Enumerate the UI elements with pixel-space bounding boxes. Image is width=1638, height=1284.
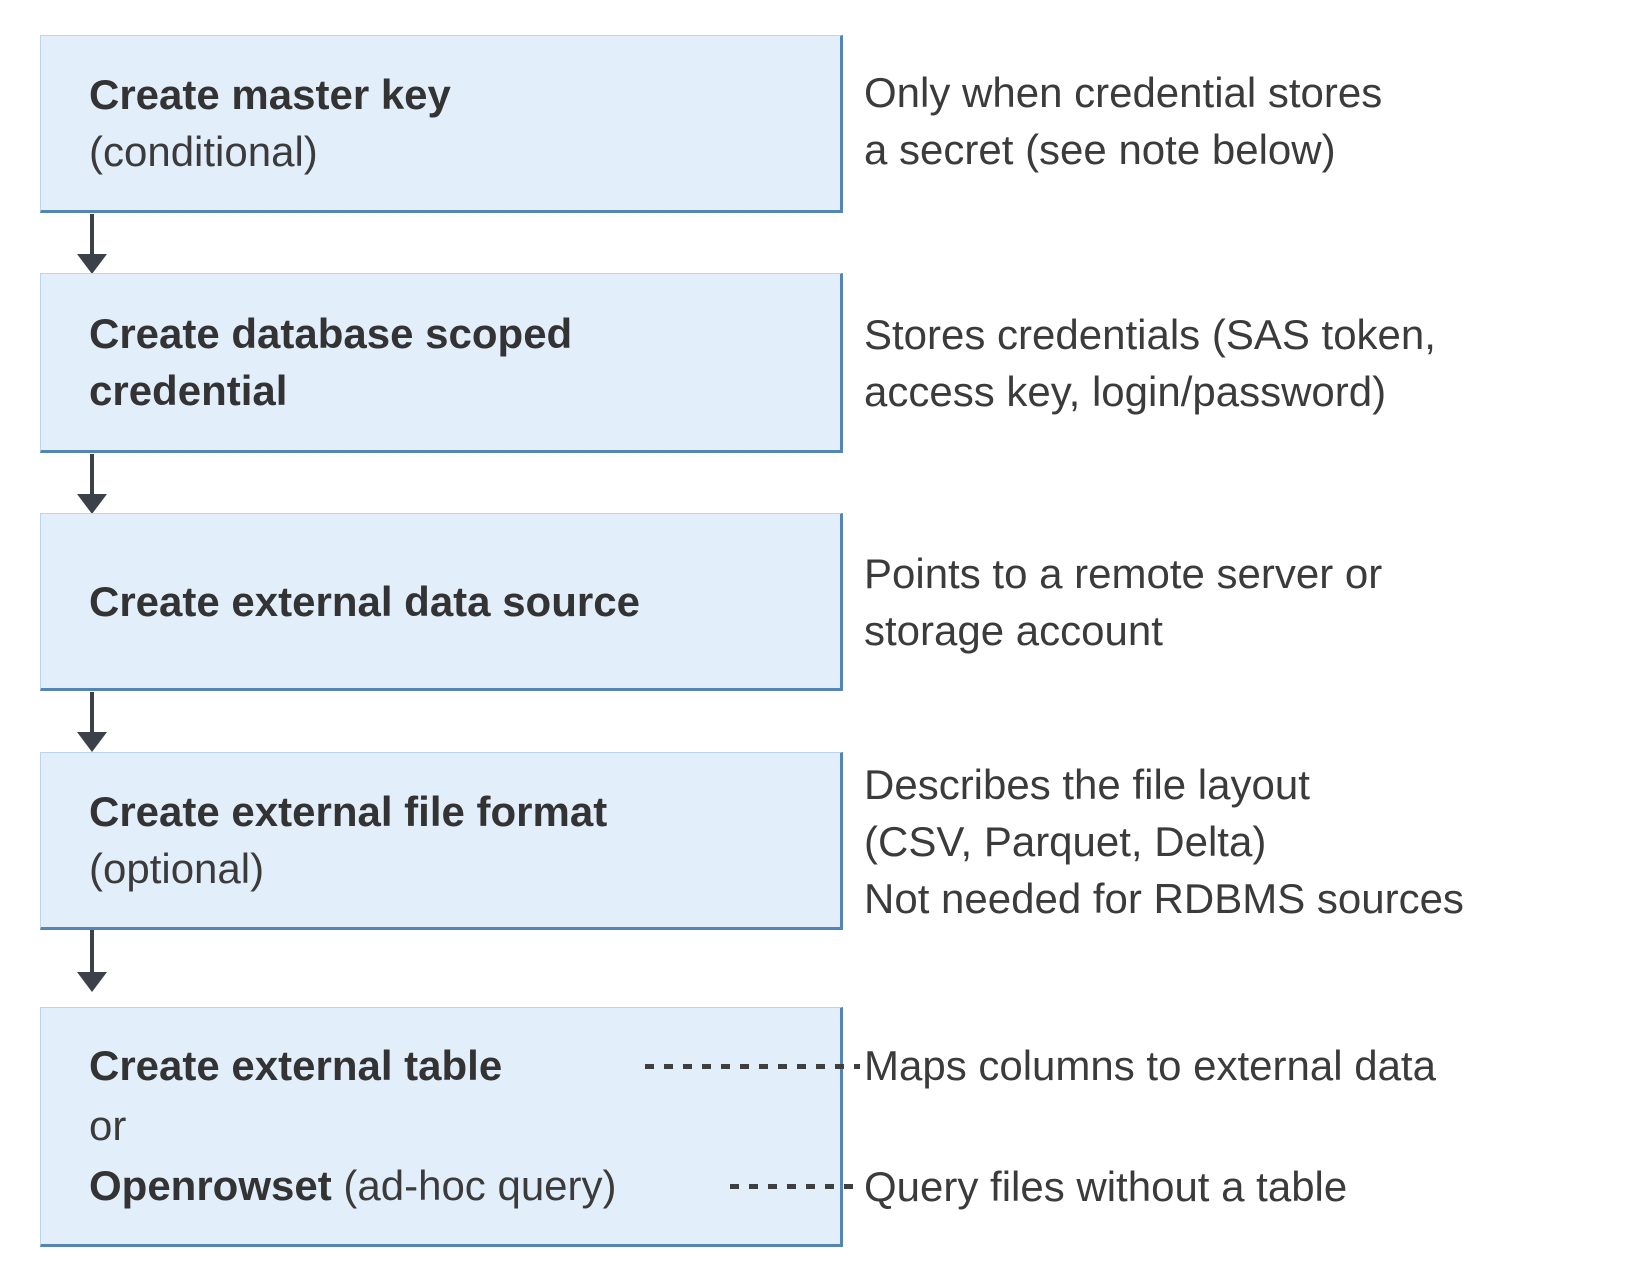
down-arrow (77, 454, 107, 514)
down-arrow (77, 692, 107, 752)
step-box-create-external-table-or-openrowset: Create external table or Openrowset (ad-… (40, 1007, 843, 1247)
step-qualifier: (optional) (89, 845, 265, 892)
step-title: Create external table (89, 1042, 503, 1089)
down-arrow-shaft (90, 930, 94, 972)
step-title-line: Create external table (89, 1036, 840, 1096)
down-arrow-head-icon (77, 732, 107, 752)
down-arrow-shaft (90, 214, 94, 254)
down-arrow-head-icon (77, 972, 107, 992)
step-qualifier: (conditional) (89, 128, 318, 175)
annotation-external-table: Maps columns to external data (864, 1042, 1436, 1089)
step-box-create-external-data-source: Create external data source (40, 513, 843, 691)
step-title: Create database scoped credential (89, 310, 573, 414)
down-arrow (77, 214, 107, 274)
step-box-create-master-key: Create master key (conditional) (40, 35, 843, 213)
dashed-connector-openrowset (730, 1184, 862, 1189)
step-title: Create external file format (89, 788, 608, 835)
step-title: Create external data source (89, 577, 640, 625)
down-arrow-shaft (90, 454, 94, 494)
step-alt-qualifier: (ad-hoc query) (343, 1162, 617, 1209)
down-arrow-head-icon (77, 254, 107, 274)
step-alt-line: Openrowset (ad-hoc query) (89, 1156, 840, 1216)
annotation-external-data-source: Points to a remote server or storage acc… (864, 550, 1383, 654)
step-conjunction: or (89, 1102, 127, 1149)
down-arrow-shaft (90, 692, 94, 732)
annotation-openrowset: Query files without a table (864, 1163, 1348, 1210)
step-alt-title: Openrowset (89, 1162, 332, 1209)
step-title: Create master key (89, 71, 451, 118)
down-arrow (77, 930, 107, 992)
down-arrow-head-icon (77, 494, 107, 514)
dashed-connector-external-table (645, 1064, 860, 1069)
step-box-create-external-file-format: Create external file format (optional) (40, 752, 843, 930)
step-box-create-database-scoped-credential: Create database scoped credential (40, 273, 843, 453)
annotation-master-key: Only when credential stores a secret (se… (864, 69, 1383, 173)
annotation-external-file-format: Describes the file layout (CSV, Parquet,… (864, 761, 1464, 922)
annotation-database-scoped-credential: Stores credentials (SAS token, access ke… (864, 311, 1436, 415)
